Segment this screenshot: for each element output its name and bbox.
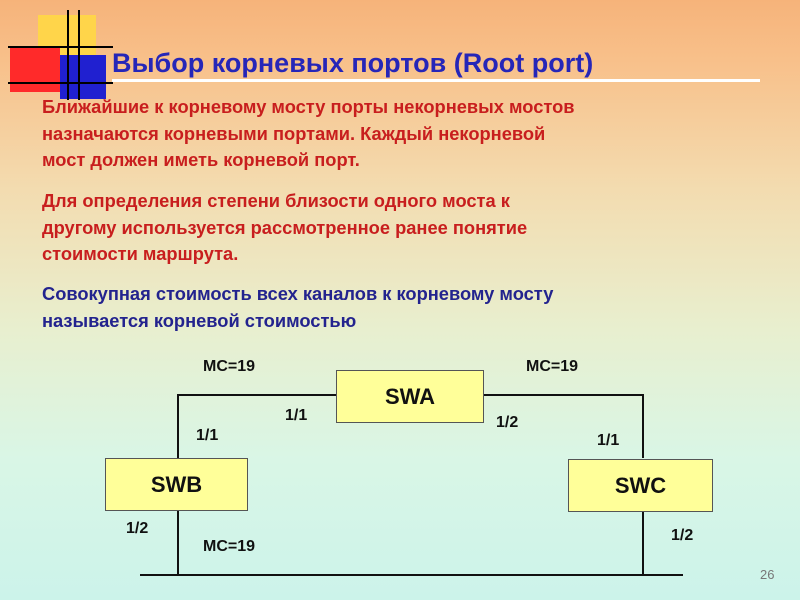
text-line: называется корневой стоимостью (42, 309, 357, 331)
text-line: мост должен иметь корневой порт. (42, 149, 360, 170)
cost-label-swb-swa: MC=19 (203, 358, 256, 375)
link-swb-swa (177, 394, 336, 458)
paragraph-root-port-definition: Ближайшие к корневому мосту порты некорн… (42, 94, 575, 174)
cost-label-segment: MC=19 (203, 538, 256, 555)
cost-label-swa-swc: MC=19 (526, 358, 579, 375)
text-line: другому используется рассмотренное ранее… (42, 216, 528, 238)
deco-vline-1 (67, 10, 69, 100)
title-underline (112, 79, 760, 82)
paragraph-distance: Для определения степени близости одного … (42, 188, 527, 268)
deco-hline-1 (8, 46, 113, 48)
bridge-swb: SWB (105, 458, 248, 511)
bridge-swc: SWC (568, 459, 713, 512)
port-label-swa-left: 1/1 (285, 407, 308, 424)
port-label-swa-right: 1/2 (496, 414, 519, 431)
port-label-swc-up: 1/1 (597, 432, 620, 449)
page-number: 26 (760, 567, 775, 582)
port-label-swb-up: 1/1 (196, 427, 219, 444)
paragraph-root-cost: Совокупная стоимость всех каналов к корн… (42, 281, 553, 334)
deco-vline-2 (78, 10, 80, 100)
text-line: Для определения степени близости одного … (42, 190, 510, 211)
bridge-swa: SWA (336, 370, 484, 423)
text-line: Ближайшие к корневому мосту порты некорн… (42, 96, 575, 117)
text-line: назначаются корневыми портами. Каждый не… (42, 122, 546, 144)
deco-red-square (10, 48, 60, 92)
text-line: Совокупная стоимость всех каналов к корн… (42, 283, 554, 304)
deco-hline-2 (8, 82, 113, 84)
port-label-swc-down: 1/2 (671, 527, 694, 544)
port-label-swb-down: 1/2 (126, 520, 149, 537)
link-swa-swc (484, 394, 644, 458)
text-line: стоимости маршрута. (42, 243, 239, 264)
slide-title: Выбор корневых портов (Root port) (112, 48, 594, 78)
